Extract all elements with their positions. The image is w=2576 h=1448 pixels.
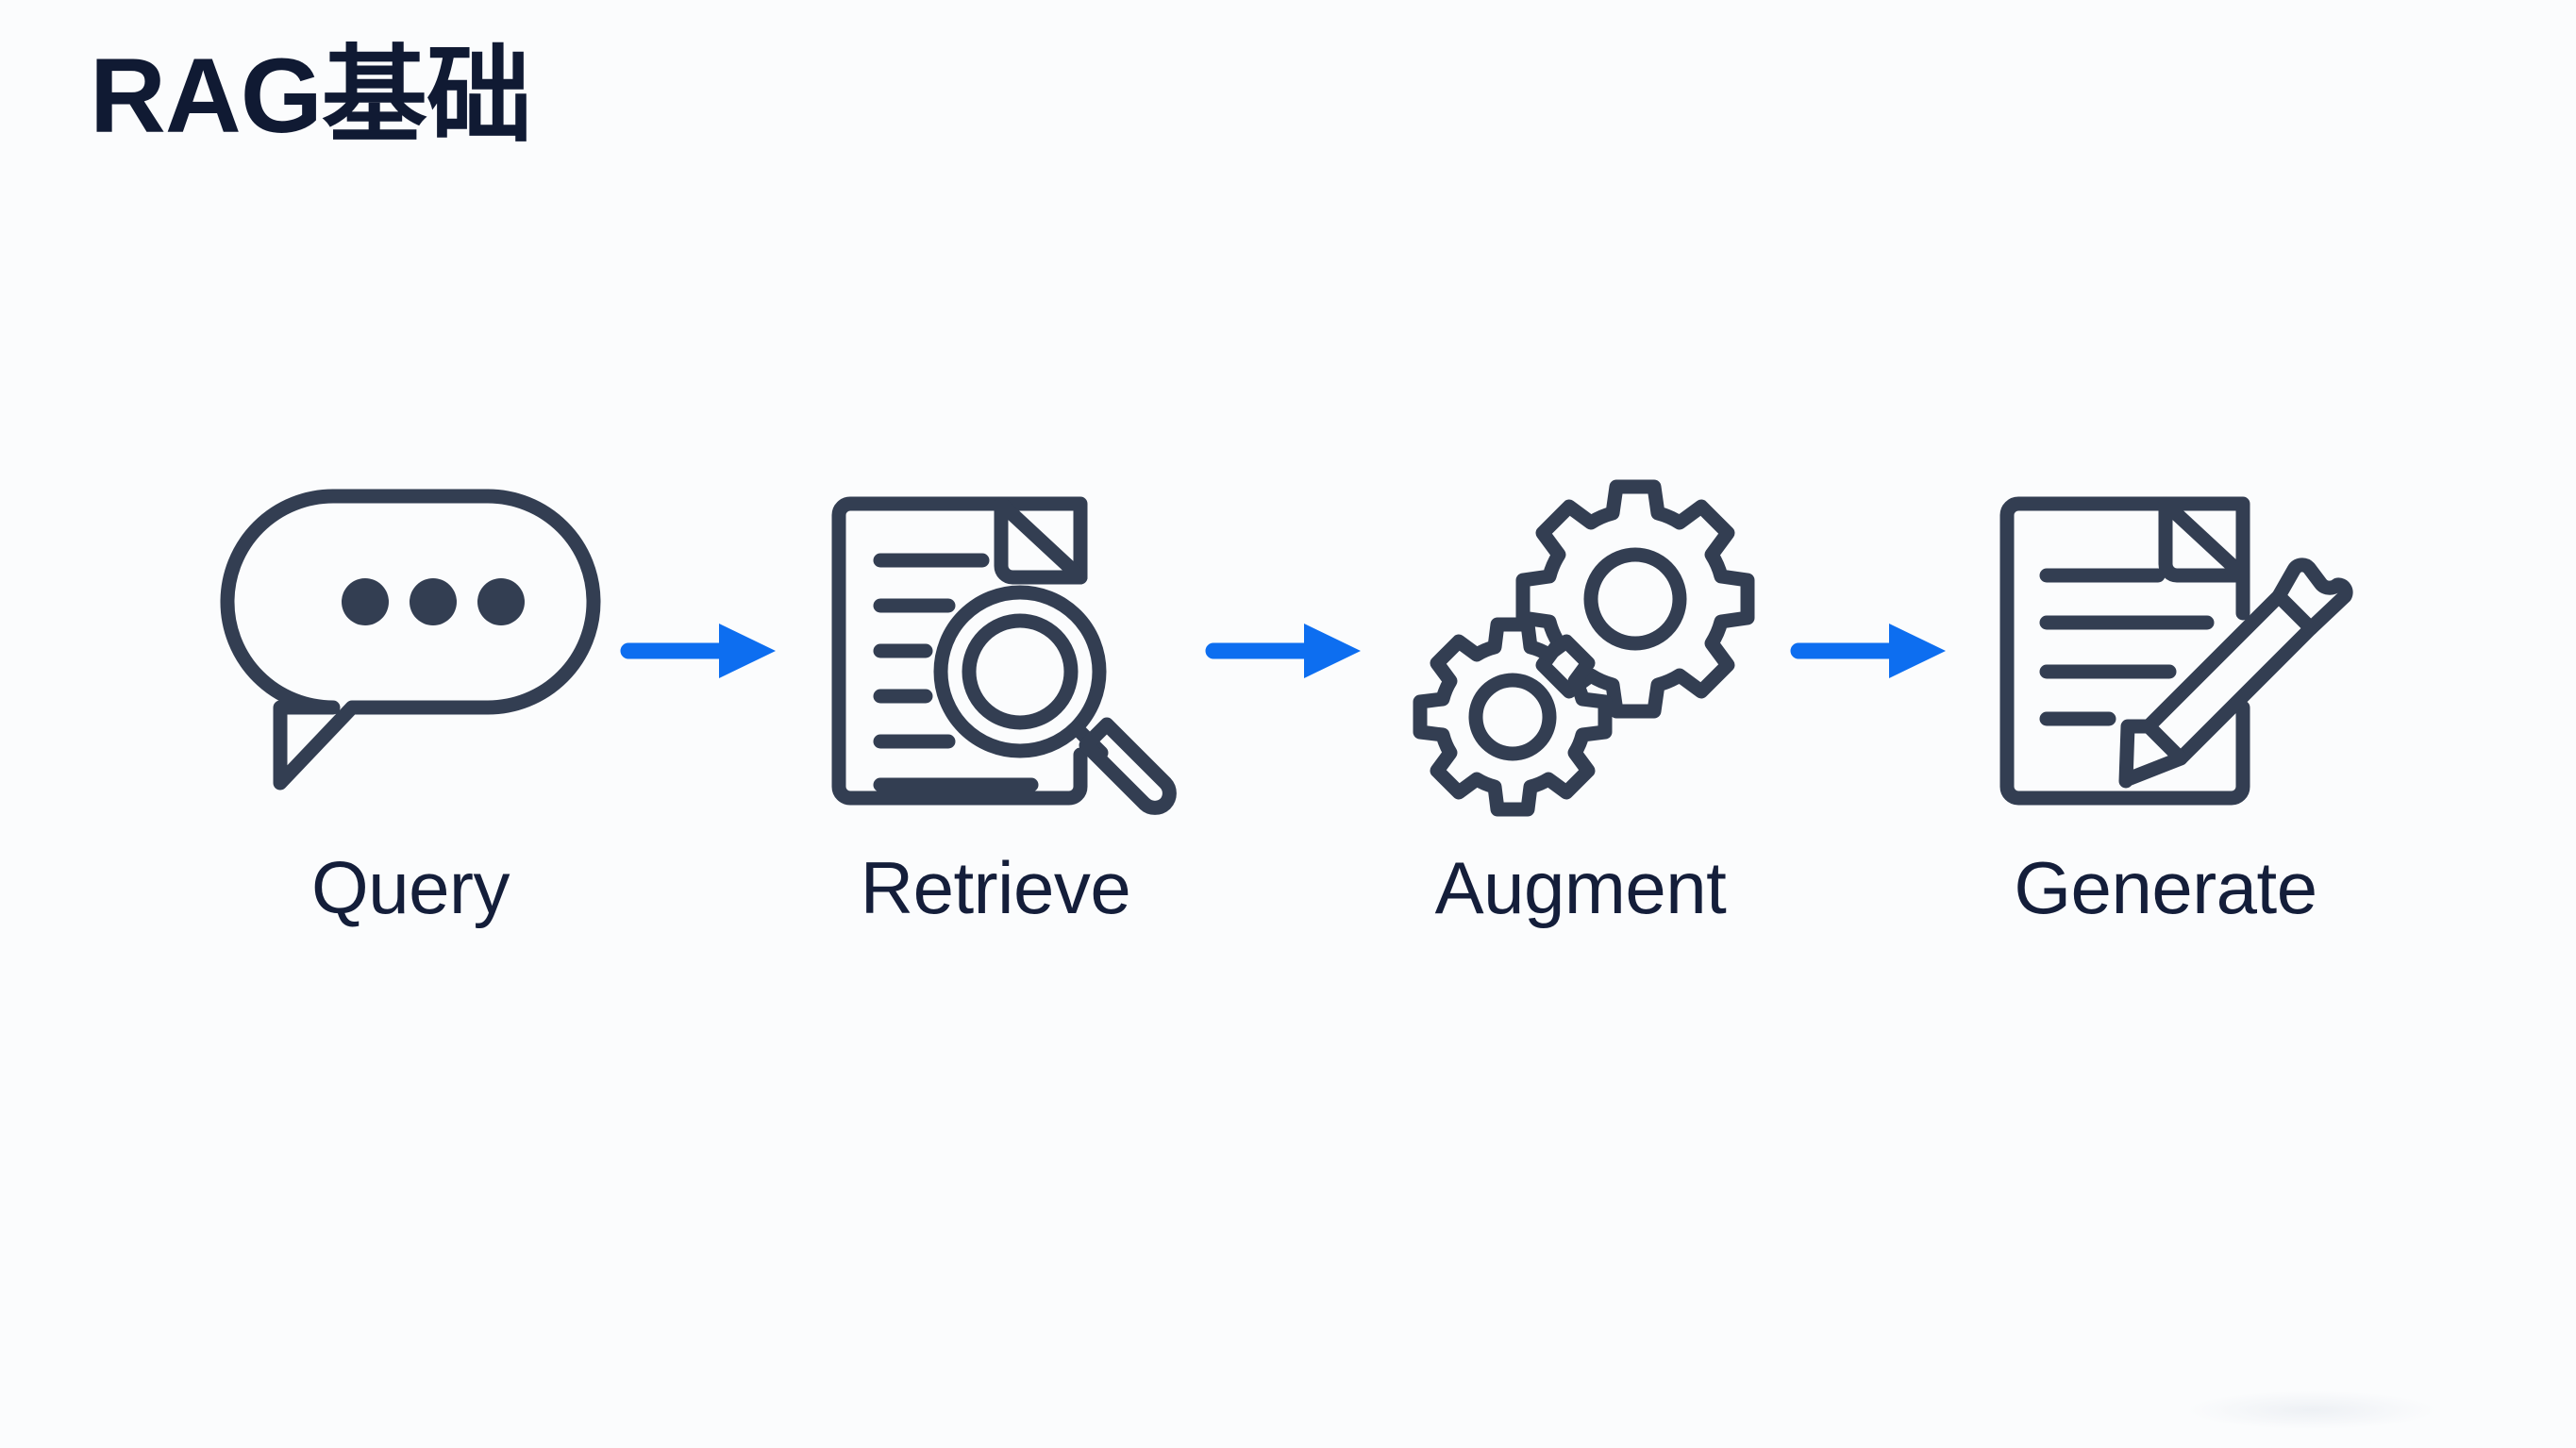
document-pencil-icon <box>1977 472 2354 830</box>
two-gears-icon <box>1392 472 1769 830</box>
flow-step-label: Query <box>311 846 510 929</box>
flow-step-augment: Augment <box>1378 472 1783 924</box>
arrow-retrieve-to-augment <box>1198 472 1378 830</box>
arrow-query-to-retrieve <box>613 472 793 830</box>
page-title: RAG基础 <box>90 37 532 155</box>
background-artifact <box>2189 1391 2434 1429</box>
flow-step-query: Query <box>208 472 613 924</box>
flow-step-generate: Generate <box>1963 472 2368 924</box>
document-magnifier-icon <box>807 472 1184 830</box>
speech-bubble-dots-icon <box>220 472 601 830</box>
flow-step-label: Augment <box>1434 846 1727 929</box>
flow-step-retrieve: Retrieve <box>793 472 1198 924</box>
arrow-augment-to-generate <box>1783 472 1963 830</box>
rag-flow-diagram: Query <box>0 472 2576 1000</box>
flow-step-label: Generate <box>2014 846 2317 929</box>
flow-step-label: Retrieve <box>860 846 1131 929</box>
